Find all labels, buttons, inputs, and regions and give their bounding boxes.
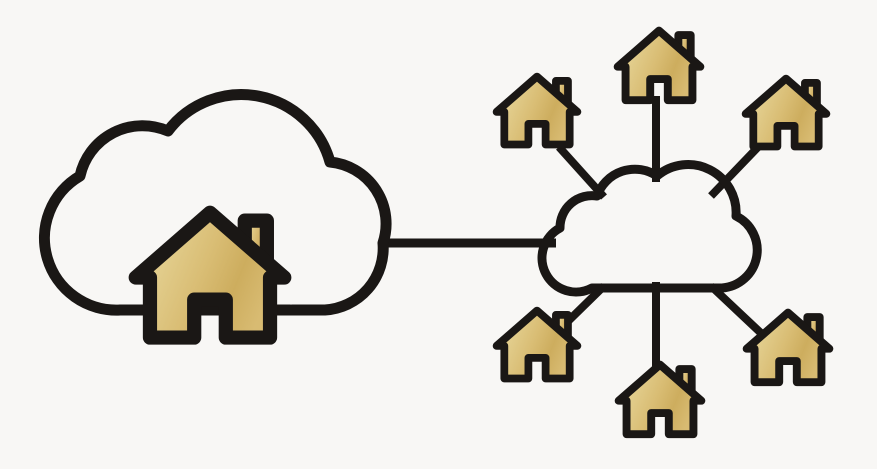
link-rightcloud-top-right bbox=[708, 142, 763, 199]
central-house[interactable] bbox=[136, 213, 285, 338]
house-top-center[interactable] bbox=[618, 31, 701, 101]
left-cloud[interactable] bbox=[38, 89, 392, 316]
link-rightcloud-bottom-right bbox=[708, 283, 766, 338]
house-top-left[interactable] bbox=[497, 77, 578, 145]
right-cloud[interactable] bbox=[537, 160, 762, 297]
house-top-right[interactable] bbox=[746, 79, 827, 147]
house-bottom-left[interactable] bbox=[497, 311, 578, 379]
house-bottom-right[interactable] bbox=[747, 313, 830, 383]
house-bottom-center[interactable] bbox=[619, 365, 702, 435]
